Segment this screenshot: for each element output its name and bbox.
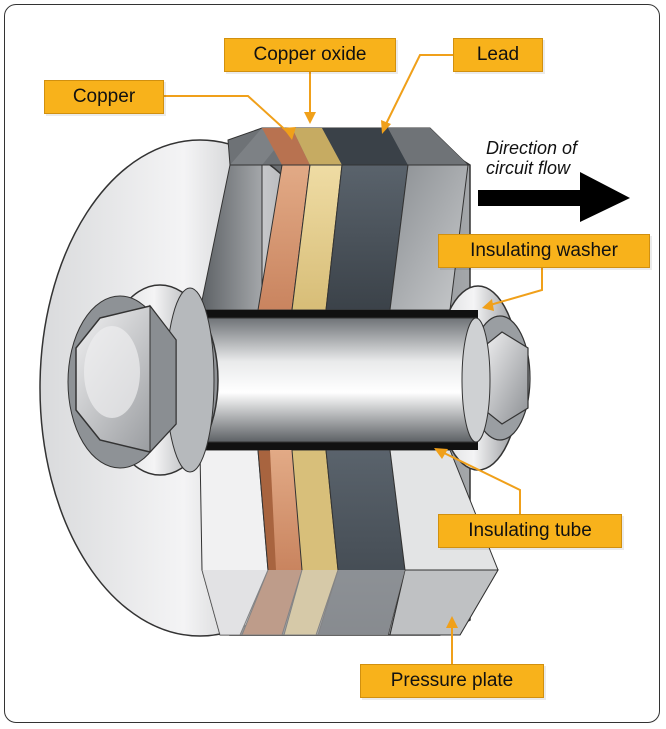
front-nut: [67, 284, 219, 476]
insulating-tube: [197, 310, 491, 450]
label-lead: Lead: [453, 38, 543, 72]
label-pressure-plate: Pressure plate: [360, 664, 544, 698]
label-insulating-washer: Insulating washer: [438, 234, 650, 268]
leader-lines: [162, 54, 543, 664]
label-insulating-tube: Insulating tube: [438, 514, 622, 548]
label-copper-oxide: Copper oxide: [224, 38, 396, 72]
direction-arrow: [478, 172, 630, 222]
diagram-frame: [4, 4, 660, 723]
flow-direction-text: Direction of circuit flow: [486, 138, 577, 178]
flow-text-line-2: circuit flow: [486, 158, 571, 178]
flow-text-line-1: Direction of: [486, 138, 578, 158]
upper-stack: [199, 127, 470, 311]
label-copper: Copper: [44, 80, 164, 114]
